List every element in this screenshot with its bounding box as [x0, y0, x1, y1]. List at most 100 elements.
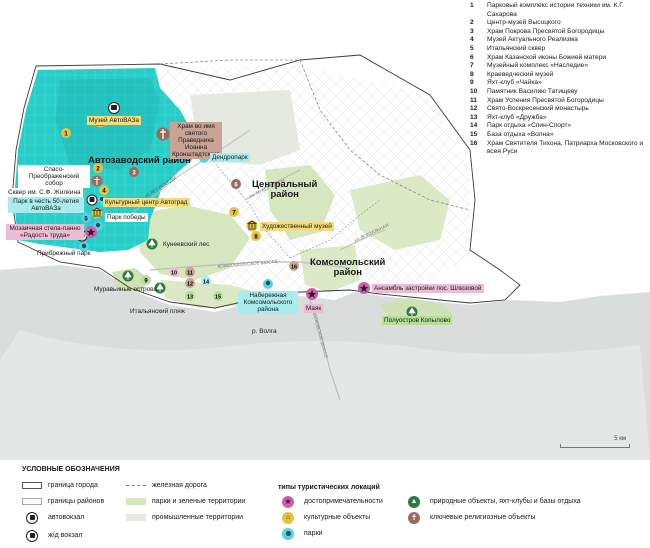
- poi-list-name: Свято-Воскресенский монастырь: [487, 105, 589, 113]
- label-victory-park[interactable]: Парк победы: [105, 213, 148, 222]
- marker-14[interactable]: 14: [201, 276, 211, 286]
- label-italian-beach[interactable]: Итальянский пляж: [130, 308, 185, 315]
- tree-icon: ▲: [404, 495, 424, 508]
- label-art-museum[interactable]: Художественный музей: [260, 222, 334, 231]
- marker-12[interactable]: 12: [185, 278, 195, 288]
- label-kuneevsky[interactable]: Кунеевский лес: [163, 241, 210, 248]
- church-marker-ioann[interactable]: [156, 127, 170, 141]
- marker-4[interactable]: 4: [99, 185, 109, 195]
- poi-list-number: 2: [470, 19, 474, 27]
- marker-6[interactable]: 6: [231, 179, 241, 189]
- road-moskovskoe: [309, 299, 341, 401]
- label-dendropark[interactable]: Дендропарк: [210, 153, 250, 162]
- sight-marker-stela[interactable]: [85, 226, 97, 238]
- label-muravinye[interactable]: Муравьиные острова: [94, 286, 158, 293]
- poi-list-number: 6: [470, 53, 474, 61]
- poi-list-number: 1: [470, 2, 474, 9]
- label-culture-center[interactable]: Культурный центр Автоград: [103, 198, 190, 207]
- label-ansambl[interactable]: Ансамбль застройки пос. Шлюзовой: [372, 284, 484, 293]
- green-kuneevsky: [135, 205, 250, 280]
- bus-station-icon[interactable]: [108, 102, 120, 114]
- svg-text:8: 8: [254, 235, 258, 241]
- star-icon: ★: [278, 495, 298, 508]
- museum-marker-art[interactable]: [246, 220, 258, 232]
- church-marker-spaso[interactable]: [91, 175, 103, 187]
- poi-list-item[interactable]: 1 Парковый комплекс истории техники им. К…: [470, 2, 648, 19]
- label-stela-line2: «Радость труда»: [20, 232, 70, 239]
- label-naberezhnaya[interactable]: Набережная Комсомольского района: [238, 291, 298, 314]
- label-kopylovo[interactable]: Полуостров Копылово: [382, 316, 453, 325]
- label-temple-ioann[interactable]: Храм во имя святого Праведника Иоанна Кр…: [170, 122, 222, 159]
- city-border: [11, 54, 521, 309]
- legend-industrial-label: промышленные территории: [152, 514, 244, 521]
- sight-marker-ansambl[interactable]: [358, 282, 370, 294]
- nature-marker-kopylovo[interactable]: [406, 306, 418, 318]
- marker-7[interactable]: 7: [229, 207, 239, 217]
- sight-marker-mayak[interactable]: [306, 288, 318, 300]
- district-label-centralny: Центральный район: [252, 180, 317, 200]
- label-stela[interactable]: Мозаичная стела-панно «Радость труда»: [6, 224, 84, 240]
- park-marker-victory[interactable]: [93, 221, 103, 231]
- svg-text:4: 4: [102, 189, 106, 195]
- marker-2[interactable]: 2: [93, 163, 103, 173]
- label-zhilkin[interactable]: Сквер им. С.Ф. Жилкина: [6, 188, 83, 197]
- label-museum-avtovaz[interactable]: Музей АвтоВАЗа: [87, 116, 141, 125]
- svg-text:1: 1: [64, 132, 68, 138]
- label-park-50[interactable]: Парк в честь 50-летия АвтоВАЗа: [8, 197, 84, 213]
- marker-3[interactable]: 3: [129, 167, 139, 177]
- nature-marker-muravinye[interactable]: [122, 270, 134, 282]
- road-komsomolskoe: [149, 261, 351, 271]
- marker-13[interactable]: 13: [185, 291, 195, 301]
- marker-5[interactable]: 5: [81, 213, 91, 223]
- marker-9[interactable]: 9: [141, 275, 151, 285]
- label-spaso-line1: Спасо-Преображенский: [28, 166, 80, 180]
- nature-marker-italian[interactable]: [154, 282, 166, 294]
- poi-list-name: Храм Успения Пресвятой Богородицы: [487, 96, 604, 104]
- museum-marker-autograd[interactable]: [91, 207, 103, 219]
- poi-list-name: База отдыха «Волна»: [487, 130, 554, 138]
- marker-11[interactable]: 11: [185, 267, 195, 277]
- marker-1[interactable]: 1: [61, 128, 71, 138]
- poi-list-name: Итальянский сквер: [487, 44, 546, 52]
- nature-marker-kuneevsky[interactable]: [146, 238, 158, 250]
- marker-15[interactable]: 15: [213, 291, 223, 301]
- marker-10[interactable]: 10: [169, 267, 179, 277]
- label-spaso[interactable]: Спасо-Преображенский собор: [18, 165, 90, 188]
- svg-text:7: 7: [232, 211, 236, 217]
- svg-text:9: 9: [144, 279, 148, 285]
- label-naberezhnaya-line1: Набережная: [249, 292, 287, 299]
- label-mayak[interactable]: Маяк: [304, 304, 324, 313]
- marker-8[interactable]: 8: [251, 231, 261, 241]
- legend-industrial: промышленные территории: [126, 512, 243, 523]
- rail-station-icon-1[interactable]: [86, 194, 98, 206]
- park-marker-naberezhnaya[interactable]: [263, 279, 273, 289]
- legend-religious: ✝ ключевые религиозные объекты: [404, 511, 536, 524]
- district-label-avtozavodsky: Автозаводский район: [88, 155, 191, 166]
- church-icon: ✝: [404, 511, 424, 524]
- park-marker-primorsky[interactable]: [79, 242, 89, 252]
- label-primorsky[interactable]: Прибрежный парк: [37, 250, 91, 257]
- legend-bus-station: автовокзал: [22, 511, 84, 524]
- map-canvas[interactable]: КОМСОМОЛЬСКОЕ ШОССЕ МОСКОВСКОЕ ШОССЕ ул.…: [0, 0, 650, 460]
- marker-16[interactable]: 16: [289, 261, 299, 271]
- district-label-centralny-line2: район: [270, 189, 299, 200]
- road-vlksm: [244, 169, 301, 201]
- poi-list-name: Парковый комплекс истории техники им. К.…: [487, 2, 624, 18]
- poi-list-number: 13: [470, 113, 478, 121]
- label-temple-ioann-line1: Храм во имя святого: [177, 123, 215, 137]
